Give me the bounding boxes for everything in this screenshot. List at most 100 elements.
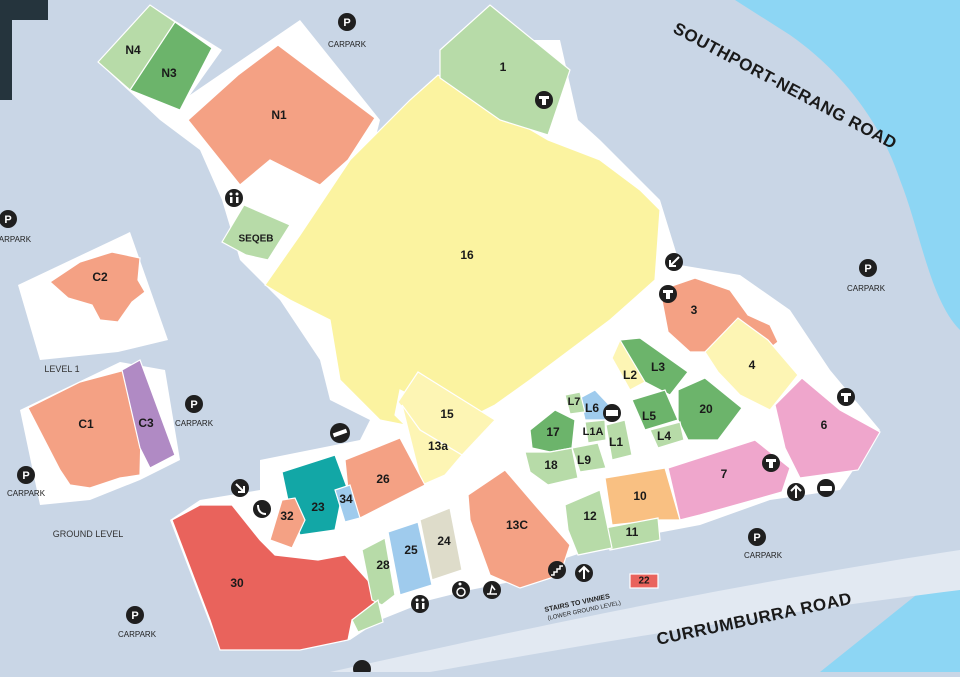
store-l4-label: L4	[657, 429, 671, 443]
phone-icon	[253, 500, 271, 518]
carpark-marker: P CARPARK	[0, 210, 32, 244]
store-l9[interactable]	[571, 442, 607, 473]
store-c3[interactable]	[121, 359, 176, 469]
store-l3[interactable]	[619, 337, 689, 396]
store-24[interactable]	[419, 507, 463, 581]
carpark-marker: P CARPARK	[847, 259, 886, 293]
store-c2[interactable]	[49, 251, 146, 323]
store-16-label: 16	[460, 248, 474, 262]
arrow-icon	[575, 564, 593, 582]
header-bar-edge	[0, 20, 12, 100]
level-1-label: LEVEL 1	[44, 364, 79, 374]
parking-icon: P	[131, 610, 138, 622]
water-area	[735, 0, 960, 330]
store-13a[interactable]	[401, 404, 463, 486]
store-l4[interactable]	[649, 421, 685, 449]
store-seqeb-label: SEQEB	[238, 234, 273, 245]
store-32[interactable]	[269, 497, 306, 549]
parking-icon: P	[753, 532, 760, 544]
store-l2-label: L2	[623, 368, 637, 382]
store-30-label: 30	[230, 576, 244, 590]
carpark-label: CARPARK	[744, 551, 783, 560]
toilets-icon	[837, 388, 855, 406]
toilets-icon	[659, 285, 677, 303]
store-l1[interactable]	[605, 419, 633, 461]
store-l5[interactable]	[631, 389, 679, 431]
header-bar	[0, 0, 48, 20]
store-c1[interactable]	[27, 369, 143, 489]
store-26-label: 26	[376, 472, 390, 486]
store-n1[interactable]	[187, 44, 376, 186]
store-6[interactable]	[774, 377, 881, 479]
store-n1-label: N1	[271, 108, 287, 122]
store-32-label: 32	[280, 509, 294, 523]
parking-icon: P	[190, 399, 197, 411]
store-16[interactable]	[264, 74, 661, 426]
carpark-label: CARPARK	[328, 40, 367, 49]
store-20-label: 20	[699, 402, 713, 416]
store-26[interactable]	[344, 437, 426, 519]
store-10[interactable]	[604, 467, 681, 526]
store-seqeb[interactable]	[221, 204, 291, 261]
parents-room-icon	[483, 581, 501, 599]
carpark-marker: P CARPARK	[328, 13, 367, 49]
store-n3[interactable]	[129, 21, 213, 111]
store-13a-label: 13a	[428, 439, 448, 453]
carpark-label: CARPARK	[175, 419, 214, 428]
store-28b[interactable]	[351, 598, 384, 633]
store-34-label: 34	[339, 492, 353, 506]
store-3-label: 3	[691, 303, 698, 317]
store-l6-label: L6	[585, 401, 599, 415]
parking-icon: P	[343, 17, 350, 29]
wheelchair-icon	[452, 581, 470, 599]
store-l3-label: L3	[651, 360, 665, 374]
store-12-label: 12	[583, 509, 597, 523]
store-10-label: 10	[633, 489, 647, 503]
parking-icon: P	[22, 470, 29, 482]
carpark-label: CARPARK	[0, 235, 32, 244]
store-4-label: 4	[749, 358, 756, 372]
store-l7[interactable]	[564, 391, 586, 415]
carpark-label: CARPARK	[847, 284, 886, 293]
store-n3-label: N3	[161, 66, 177, 80]
arrow-icon	[665, 253, 683, 271]
store-13c-label: 13C	[506, 518, 528, 532]
store-l9-label: L9	[577, 453, 591, 467]
store-15-label: 15	[440, 407, 454, 421]
parents-room-icon	[225, 189, 243, 207]
store-1-label: 1	[500, 60, 507, 74]
taxi-icon	[817, 479, 835, 497]
store-4[interactable]	[704, 317, 799, 411]
arrow-icon	[787, 483, 805, 501]
store-7-label: 7	[721, 467, 728, 481]
store-12[interactable]	[564, 489, 613, 556]
store-c1-label: C1	[78, 417, 94, 431]
currumburra-road-strip	[330, 550, 960, 672]
parking-icon: P	[864, 263, 871, 275]
store-25-label: 25	[404, 543, 418, 557]
store-25[interactable]	[387, 521, 433, 596]
store-18[interactable]	[524, 447, 579, 486]
store-6-label: 6	[821, 418, 828, 432]
store-l1a[interactable]	[584, 419, 607, 444]
store-l7-label: L7	[568, 396, 581, 408]
parents-room-icon	[411, 595, 429, 613]
store-22[interactable]	[629, 573, 659, 589]
ground-level-label: GROUND LEVEL	[53, 529, 124, 539]
carpark-label: CARPARK	[7, 489, 46, 498]
toilets-icon	[535, 91, 553, 109]
store-28-label: 28	[376, 558, 390, 572]
store-17-label: 17	[546, 425, 560, 439]
store-34[interactable]	[334, 484, 361, 523]
store-l1a-label: L1A	[583, 426, 604, 438]
atm-icon	[603, 404, 621, 422]
store-18-label: 18	[544, 458, 558, 472]
store-n4-label: N4	[125, 43, 141, 57]
escalator-icon	[548, 561, 566, 579]
store-l1-label: L1	[609, 435, 623, 449]
parking-icon: P	[4, 214, 11, 226]
store-28[interactable]	[361, 537, 396, 606]
store-22-label: 22	[638, 576, 650, 587]
carpark-marker: P CARPARK	[175, 395, 214, 428]
